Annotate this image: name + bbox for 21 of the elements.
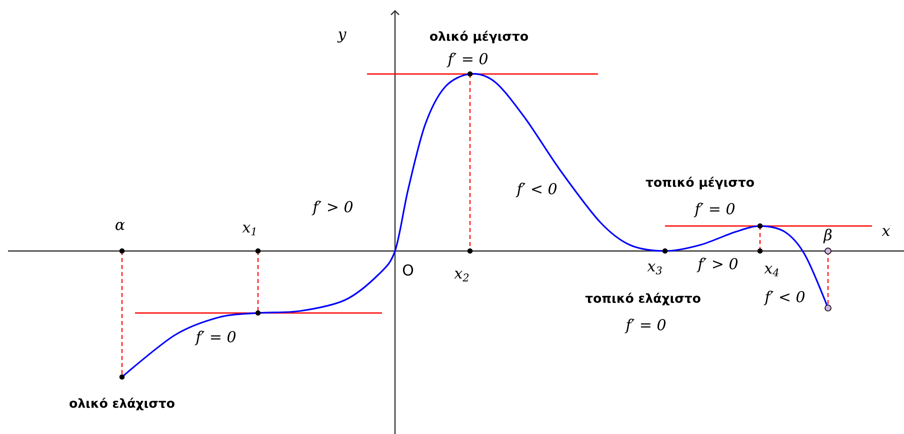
axis-label: y <box>337 31 346 43</box>
derivative-label: f′ < 0 <box>516 182 557 198</box>
origin-label: O <box>402 264 414 276</box>
axis-label: x$_{3}$ <box>647 264 662 274</box>
derivative-label: f′ < 0 <box>764 290 805 306</box>
derivative-label: f′ = 0 <box>446 52 488 68</box>
extremum-label: τοπικό ελάχιστο <box>585 292 700 306</box>
derivative-label: f′ > 0 <box>312 200 353 216</box>
axis-label: β <box>823 228 832 244</box>
extremum-label: ολικό μέγιστο <box>430 30 528 44</box>
axis-label: x$_{2}$ <box>454 270 469 282</box>
axis-label: x <box>882 228 890 236</box>
axis-label: α <box>116 222 125 230</box>
derivative-label: f′ = 0 <box>694 202 735 218</box>
derivative-label: f′ = 0 <box>194 330 236 346</box>
extremum-label: ολικό ελάχιστο <box>70 398 174 410</box>
axis-label: x$_{4}$ <box>764 266 779 276</box>
derivative-label: f′ > 0 <box>696 258 738 272</box>
axis-label: x$_{1}$ <box>242 224 256 236</box>
extremum-label: τοπικό μέγιστο <box>646 176 754 190</box>
derivative-label: f′ = 0 <box>624 318 666 334</box>
